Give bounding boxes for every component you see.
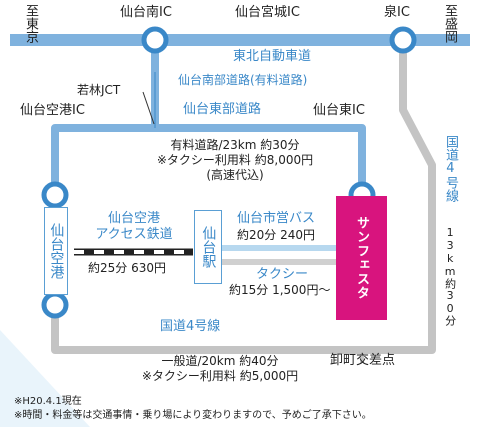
- footnote-date: ※H20.4.1現在: [14, 396, 82, 407]
- rail-name-line2: アクセス鉄道: [95, 227, 173, 242]
- bus-info: 約20分 240円: [237, 228, 315, 242]
- rail-info: 約25分 630円: [88, 261, 166, 275]
- oroshimachi-label: 卸町交差点: [330, 353, 396, 368]
- national-route4-label: 国道4号線: [160, 319, 221, 334]
- sendai-station-box: 仙台駅: [194, 210, 222, 284]
- background-accent: [0, 330, 90, 427]
- taxi-name: タクシー: [256, 267, 309, 282]
- sendai-tobu-road-line: [51, 124, 366, 195]
- to-tokyo-label: 至東京: [22, 4, 38, 43]
- route4-road: [51, 48, 436, 354]
- rail-name-line1: 仙台空港: [107, 211, 160, 226]
- sunfesta-venue-label: サンフェスタ: [354, 216, 369, 300]
- footnote-disclaimer: ※時間・料金等は交通事情・乗り場により変わりますので、予めご了承下さい。: [14, 410, 372, 421]
- taxi-info: 約15分 1,500円〜: [229, 283, 331, 297]
- bus-name: 仙台市営バス: [237, 211, 316, 226]
- sendai-nanbu-road-label: 仙台南部道路(有料道路): [178, 73, 308, 87]
- route4-time-info: 13km約30分: [443, 226, 457, 326]
- wakabayashi-leader-line: [142, 91, 155, 125]
- izumi-ic-node: [389, 26, 417, 54]
- airport-ic-label: 仙台空港IC: [20, 103, 85, 118]
- tohoku-expressway-label: 東北自動車道: [233, 49, 312, 64]
- sendai-higashi-ic-label: 仙台東IC: [313, 103, 365, 118]
- wakabayashi-jct-label: 若林JCT: [77, 83, 121, 97]
- airport-top-node: [41, 181, 69, 209]
- general-road-distance: 一般道/20km 約40分: [161, 354, 279, 368]
- to-morioka-label: 至盛岡: [441, 4, 457, 43]
- sendai-miyagi-ic-label: 仙台宮城IC: [235, 5, 300, 20]
- sendai-tobu-road-label: 仙台東部道路: [183, 102, 262, 117]
- sendai-minami-ic-label: 仙台南IC: [120, 5, 172, 20]
- toll-info-note: (高速代込): [206, 168, 264, 182]
- toll-info-distance: 有料道路/23km 約30分: [170, 138, 300, 152]
- sendai-station-label: 仙台駅: [200, 226, 217, 268]
- general-road-taxi: ※タクシー利用料 約5,000円: [141, 369, 299, 383]
- airport-bottom-node: [41, 291, 69, 319]
- route4-right-label: 国道4号線: [442, 135, 458, 202]
- airport-station-label: 仙台空港: [48, 223, 65, 279]
- sendai-minami-ic-node: [141, 26, 169, 54]
- izumi-ic-label: 泉IC: [384, 5, 410, 20]
- toll-info-taxi: ※タクシー利用料 約8,000円: [156, 153, 314, 167]
- sunfesta-venue-box: サンフェスタ: [336, 196, 387, 320]
- airport-station-box: 仙台空港: [44, 207, 68, 295]
